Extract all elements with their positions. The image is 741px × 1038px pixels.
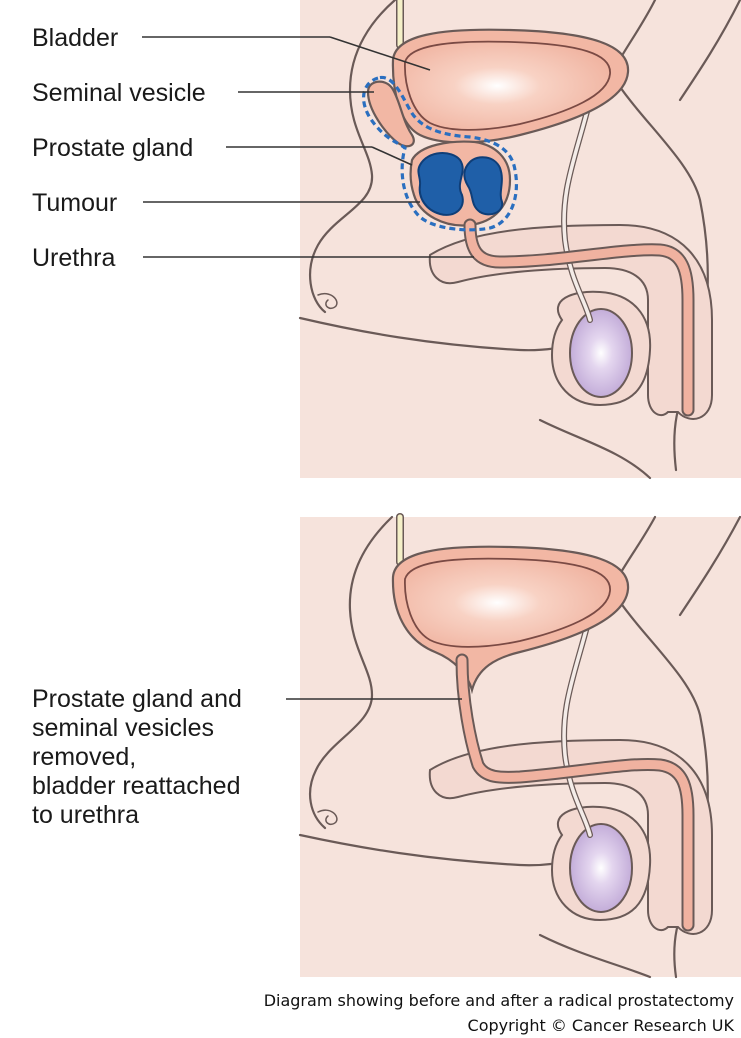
before-pubic-contour — [309, 0, 397, 314]
after-urethra-core — [457, 655, 693, 930]
leader-bladder-slant — [329, 36, 431, 71]
label-seminal-vesicle: Seminal vesicle — [32, 79, 206, 107]
before-penis-shaft — [428, 223, 713, 420]
after-penis-shaft — [428, 738, 713, 935]
after-skin-fold — [317, 809, 338, 826]
label-removed-line1: Prostate gland and — [32, 685, 242, 713]
before-tumour-right — [463, 156, 504, 216]
before-panel: Bladder Seminal vesicle Prostate gland T… — [32, 0, 741, 480]
label-prostate-gland: Prostate gland — [32, 134, 193, 162]
before-skin-fold — [317, 293, 338, 310]
label-removed-line5: to urethra — [32, 801, 139, 829]
label-removed-line3: removed, — [32, 743, 136, 771]
after-testis — [569, 823, 633, 913]
label-removed-line4: bladder reattached — [32, 772, 240, 800]
label-tumour: Tumour — [32, 189, 117, 217]
after-bladder-inner — [404, 557, 611, 648]
leader-prostate-gland-slant — [371, 146, 413, 166]
caption-copyright: Copyright © Cancer Research UK — [468, 1016, 735, 1035]
label-bladder: Bladder — [32, 24, 118, 52]
before-thigh-contour — [678, 0, 741, 102]
before-tumour-left — [417, 152, 464, 216]
label-urethra: Urethra — [32, 244, 115, 272]
after-thigh-contour — [678, 515, 741, 617]
before-seminal-vesicle — [366, 80, 415, 148]
label-removed-line2: seminal vesicles — [32, 714, 214, 742]
caption-description: Diagram showing before and after a radic… — [264, 991, 734, 1010]
before-testis — [569, 308, 633, 398]
before-bladder-inner — [404, 40, 611, 131]
before-leg-contour — [538, 418, 652, 480]
before-removal-outline — [361, 75, 518, 232]
after-vas-deferens-core — [562, 613, 592, 837]
after-panel: Prostate gland and seminal vesicles remo… — [32, 513, 741, 979]
before-vas-deferens-core — [562, 98, 592, 322]
before-urethra-core — [465, 220, 693, 415]
after-leg-contour — [538, 933, 652, 979]
after-pubic-contour — [309, 515, 394, 830]
